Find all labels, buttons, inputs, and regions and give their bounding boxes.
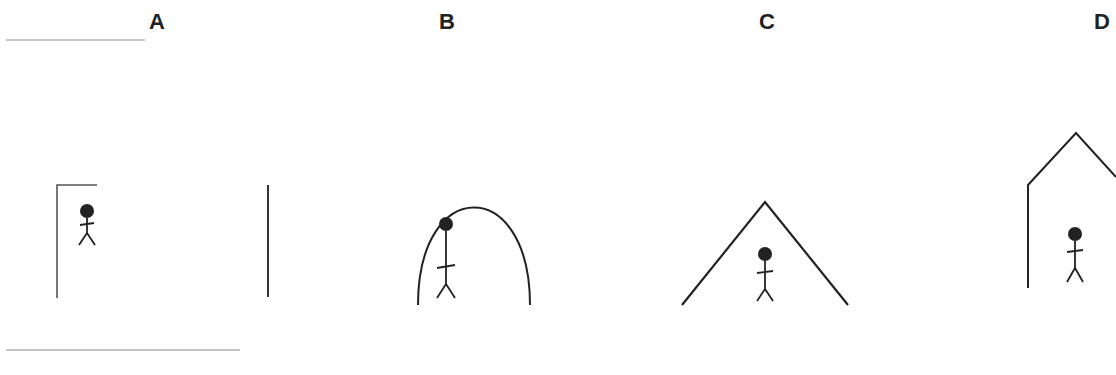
wall-line: [57, 185, 97, 298]
arch-shelter: [418, 208, 530, 306]
stick-figure: [1067, 227, 1083, 282]
rule-line: [6, 350, 240, 351]
panel-letter: B: [439, 11, 455, 33]
a-frame-shelter: [682, 202, 848, 305]
house-shelter: [1028, 133, 1116, 288]
panel-letter: C: [759, 11, 775, 33]
stick-figure: [757, 247, 773, 301]
rule-line: [6, 40, 145, 41]
panel-letter: A: [149, 11, 165, 33]
panel-letter: D: [1094, 11, 1110, 33]
stick-figure: [79, 204, 95, 245]
stick-figure: [437, 217, 455, 298]
wall-shelter: [57, 185, 268, 298]
wall-line: [267, 185, 269, 297]
